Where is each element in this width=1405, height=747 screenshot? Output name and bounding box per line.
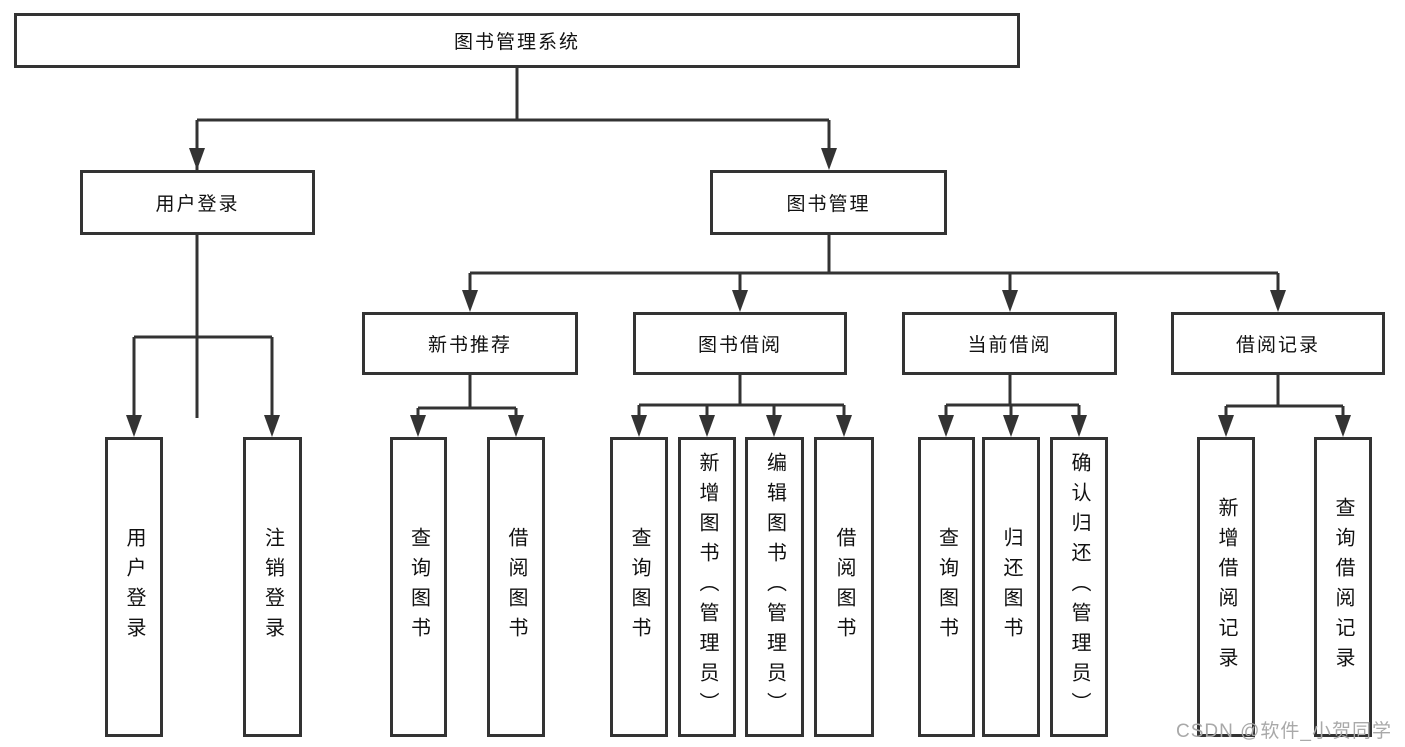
leaf-current-query-books: 查询图书 <box>918 437 975 737</box>
node-borrow-record: 借阅记录 <box>1171 312 1385 375</box>
leaf-borrow-add-books-admin: 新增图书（管理员） <box>678 437 736 737</box>
connector-bookmgmt-to-level3 <box>468 235 1280 294</box>
arrowhead-new-book <box>462 290 478 312</box>
connector-bookborrow-leaves <box>637 375 846 419</box>
arrowhead-current-confirm <box>1071 415 1087 437</box>
leaf-borrow-query-books: 查询图书 <box>610 437 668 737</box>
leaf-logout: 注销登录 <box>243 437 302 737</box>
arrowhead-record-add <box>1218 415 1234 437</box>
leaf-newbook-borrow-books: 借阅图书 <box>487 437 545 737</box>
connector-currentborrow-leaves <box>944 375 1081 419</box>
connector-borrowrecord-leaves <box>1224 375 1345 419</box>
arrowhead-current-return <box>1003 415 1019 437</box>
connector-userlogin-leaves <box>132 235 274 419</box>
node-book-management: 图书管理 <box>710 170 947 235</box>
arrowhead-borrow-add <box>699 415 715 437</box>
connector-root-to-level2 <box>195 68 831 418</box>
arrowhead-book-borrow <box>732 290 748 312</box>
arrowhead-borrow-query <box>631 415 647 437</box>
connector-newbook-leaves <box>416 375 518 419</box>
arrowhead-leaf-logout <box>264 415 280 437</box>
arrowhead-newbook-query <box>410 415 426 437</box>
node-new-book-recommend: 新书推荐 <box>362 312 578 375</box>
leaf-user-login: 用户登录 <box>105 437 163 737</box>
node-current-borrow: 当前借阅 <box>902 312 1117 375</box>
arrowhead-leaf-user-login <box>126 415 142 437</box>
leaf-record-add-borrow-record: 新增借阅记录 <box>1197 437 1255 737</box>
leaf-current-return-books: 归还图书 <box>982 437 1040 737</box>
node-root-system: 图书管理系统 <box>14 13 1020 68</box>
node-book-borrow: 图书借阅 <box>633 312 847 375</box>
arrowhead-current-borrow <box>1002 290 1018 312</box>
leaf-record-query-borrow-record: 查询借阅记录 <box>1314 437 1372 737</box>
arrowhead-borrow-borrow <box>836 415 852 437</box>
arrowhead-record-query <box>1335 415 1351 437</box>
node-user-login: 用户登录 <box>80 170 315 235</box>
leaf-borrow-edit-books-admin: 编辑图书（管理员） <box>745 437 804 737</box>
arrowhead-borrow-record <box>1270 290 1286 312</box>
arrowhead-borrow-edit <box>766 415 782 437</box>
arrowhead-user-login <box>189 148 205 170</box>
leaf-newbook-query-books: 查询图书 <box>390 437 447 737</box>
arrowhead-current-query <box>938 415 954 437</box>
arrowhead-newbook-borrow <box>508 415 524 437</box>
leaf-borrow-borrow-books: 借阅图书 <box>814 437 874 737</box>
leaf-current-confirm-return-admin: 确认归还（管理员） <box>1050 437 1108 737</box>
arrowhead-book-management <box>821 148 837 170</box>
